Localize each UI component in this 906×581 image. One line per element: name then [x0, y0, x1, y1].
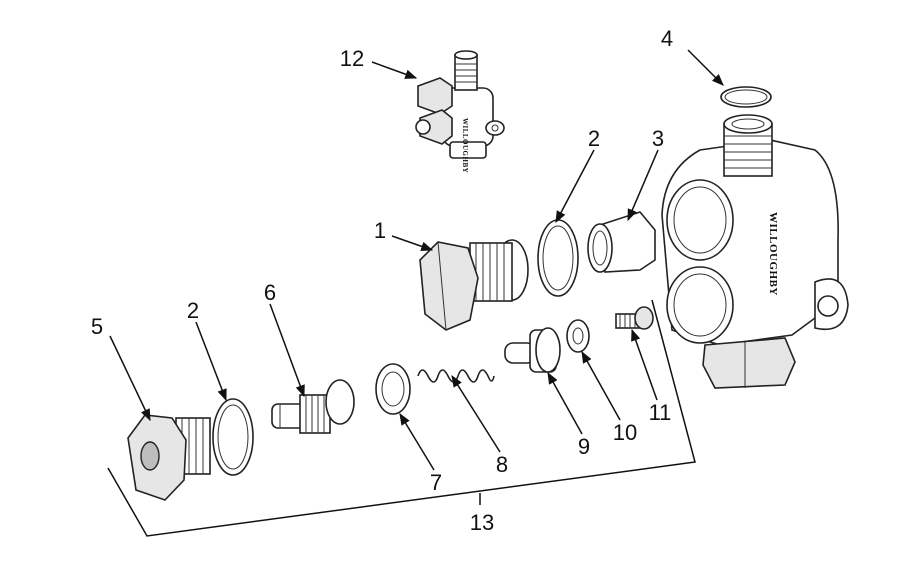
callout-2-upper: 2 [588, 126, 600, 151]
part-2-o-ring-upper [537, 219, 579, 297]
mini-brand-text: WILLOUGHBY [461, 118, 469, 173]
callout-2-lower: 2 [187, 298, 199, 323]
callout-9: 9 [578, 434, 590, 459]
callout-3: 3 [652, 126, 664, 151]
valve-body: WILLOUGHBY [661, 114, 849, 389]
callout-1: 1 [374, 218, 386, 243]
callout-13: 13 [470, 510, 494, 535]
callout-10: 10 [613, 420, 637, 445]
valve-brand-text: WILLOUGHBY [767, 212, 779, 296]
part-11-screw [615, 306, 654, 330]
part-3-seat [587, 211, 656, 273]
leader-lines [109, 49, 724, 471]
part-6-stem [271, 379, 355, 434]
callout-5: 5 [91, 314, 103, 339]
part-7-washer [375, 363, 411, 415]
kit-bracket [107, 299, 696, 537]
part-10-washer [566, 319, 590, 353]
part-8-spring [417, 369, 495, 383]
part-12-assembled-valve: WILLOUGHBY [415, 50, 505, 173]
callout-6: 6 [264, 280, 276, 305]
part-4-o-ring [720, 86, 772, 108]
part-1-hex-plug [419, 239, 529, 331]
part-5-hex-nut [127, 414, 211, 501]
callout-11: 11 [649, 400, 672, 425]
callout-7: 7 [430, 470, 442, 495]
part-2-o-ring-lower [212, 398, 254, 476]
callout-8: 8 [496, 452, 508, 477]
callout-12: 12 [340, 46, 364, 71]
part-9-poppet [504, 327, 561, 373]
callout-4: 4 [661, 26, 673, 51]
